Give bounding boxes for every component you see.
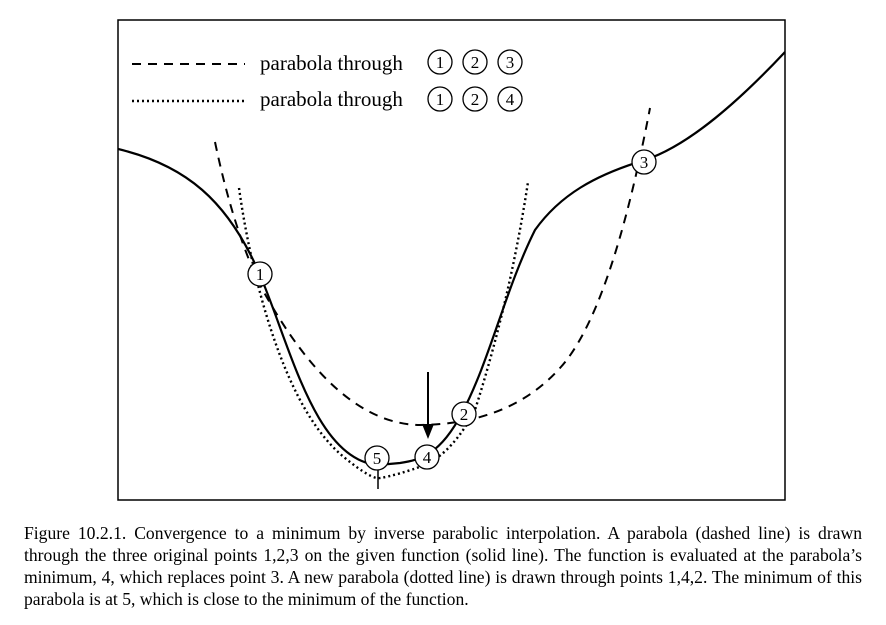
svg-text:2: 2 — [471, 53, 480, 72]
svg-text:2: 2 — [471, 90, 480, 109]
minimum-arrow — [422, 372, 434, 439]
dotted-parabola-124 — [237, 181, 530, 480]
svg-text:3: 3 — [640, 153, 649, 172]
legend-dotted-point-1: 1 — [427, 86, 453, 112]
point-1-marker: 1 — [247, 261, 273, 287]
point-4-marker: 4 — [414, 444, 440, 470]
point-5-marker: 5 — [364, 445, 390, 471]
plot-frame — [117, 19, 786, 501]
legend-dashed-label: parabola through — [260, 51, 403, 75]
legend: parabola through 1 2 3 parabola through … — [132, 49, 523, 112]
svg-text:4: 4 — [423, 448, 432, 467]
function-curve — [118, 51, 785, 467]
svg-text:2: 2 — [460, 405, 469, 424]
svg-text:5: 5 — [373, 449, 382, 468]
svg-text:1: 1 — [436, 53, 445, 72]
svg-text:1: 1 — [256, 265, 265, 284]
svg-text:1: 1 — [436, 90, 445, 109]
svg-text:4: 4 — [506, 90, 515, 109]
legend-dotted-label: parabola through — [260, 87, 403, 111]
legend-dashed-point-2: 2 — [462, 49, 488, 75]
legend-dotted-point-2: 2 — [462, 86, 488, 112]
legend-dashed-point-3: 3 — [497, 49, 523, 75]
legend-dashed-point-1: 1 — [427, 49, 453, 75]
legend-dotted-point-4: 4 — [497, 86, 523, 112]
svg-text:3: 3 — [506, 53, 515, 72]
figure-caption: Figure 10.2.1. Convergence to a minimum … — [24, 523, 862, 609]
point-3-marker: 3 — [631, 149, 657, 175]
point-2-marker: 2 — [451, 401, 477, 427]
dashed-parabola-123 — [214, 107, 651, 427]
